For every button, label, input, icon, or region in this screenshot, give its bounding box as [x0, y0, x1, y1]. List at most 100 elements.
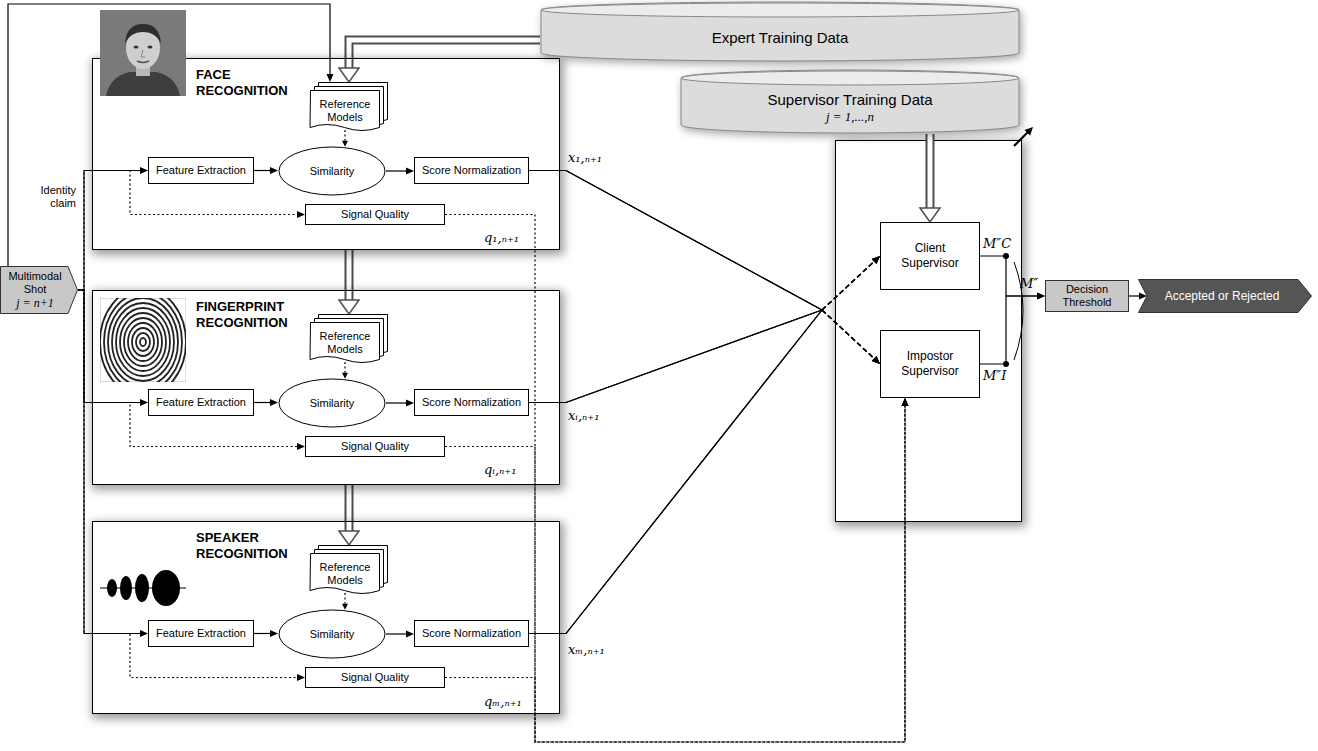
connector	[78, 167, 148, 290]
database-cylinder: Supervisor Training Dataj = 1,...,n	[680, 70, 1020, 134]
process-box: Feature Extraction	[148, 389, 254, 416]
arrow-head	[406, 631, 414, 638]
edge-label: Identity claim	[14, 184, 76, 210]
math-label: x₁,ₙ₊₁	[568, 150, 602, 166]
arrow-head	[872, 356, 880, 364]
node-label: Feature Extraction	[156, 627, 246, 640]
connector-line	[254, 402, 270, 403]
connector-line	[386, 170, 406, 171]
node-label: Feature Extraction	[156, 164, 246, 177]
connector	[529, 310, 880, 403]
math-label: xₘ,ₙ₊₁	[568, 642, 605, 658]
connector-line	[349, 40, 540, 68]
arrow-head	[342, 141, 348, 147]
node-label: Score Normalization	[422, 164, 521, 177]
speech-waveform	[100, 568, 186, 608]
node-label: Reference Models	[312, 330, 378, 356]
arrow-head	[339, 68, 359, 82]
node-label: Decision Threshold	[1050, 283, 1124, 309]
node-label: Score Normalization	[422, 627, 521, 640]
arrow-head	[342, 373, 348, 379]
math-label: M″I	[983, 368, 1006, 384]
connector	[342, 130, 348, 147]
connector	[529, 171, 880, 365]
quality-box: Signal Quality	[305, 667, 445, 688]
quality-box: Signal Quality	[305, 204, 445, 225]
connector	[529, 256, 880, 403]
process-box: Score Normalization	[414, 157, 529, 184]
math-label: qᵢ,ₙ₊₁	[484, 462, 516, 478]
reference-models: Reference Models	[310, 82, 388, 132]
math-label: q₁,ₙ₊₁	[484, 230, 519, 246]
similarity-ellipse: Similarity	[278, 609, 386, 659]
node-label: Multimodal Shot	[4, 270, 66, 296]
process-box: Feature Extraction	[148, 157, 254, 184]
connector	[78, 171, 305, 291]
connector-line	[8, 4, 330, 266]
node-label: Similarity	[310, 628, 355, 641]
math-label: M″C	[983, 236, 1011, 252]
connector-line	[345, 250, 354, 300]
connector	[920, 134, 940, 222]
supervisor-box: Impostor Supervisor	[880, 330, 980, 398]
cylinder-body	[541, 2, 1019, 61]
arrow-head	[920, 208, 940, 222]
connector-line	[822, 310, 874, 359]
arrow-head	[872, 256, 880, 264]
connector-line	[928, 134, 933, 208]
connector-line	[344, 130, 345, 141]
arrow-head	[406, 400, 414, 407]
module-title: SPEAKER RECOGNITION	[196, 530, 308, 562]
connector-line	[344, 593, 345, 604]
recognizer-box: SPEAKER RECOGNITIONReference ModelsFeatu…	[92, 521, 560, 714]
document-page	[310, 91, 380, 131]
reference-models: Reference Models	[310, 314, 388, 364]
connector	[386, 168, 414, 175]
connector	[254, 399, 278, 406]
node-label: Accepted or Rejected	[1165, 289, 1280, 304]
arrow-head	[297, 211, 305, 218]
arrow-head	[406, 168, 414, 175]
process-box: Score Normalization	[414, 620, 529, 647]
math-label: M″	[1020, 276, 1038, 292]
document-page	[310, 554, 380, 594]
connector-line	[980, 296, 1037, 364]
arrow-head	[872, 256, 880, 264]
connector-line	[445, 215, 905, 743]
arrow-head	[1037, 293, 1045, 300]
fingerprint-image	[100, 298, 186, 382]
arrow-head	[872, 356, 880, 364]
connector-line	[445, 406, 905, 742]
arrow-head	[270, 399, 278, 406]
node-label: Feature Extraction	[156, 396, 246, 409]
connector-line	[529, 171, 822, 311]
math-label: xᵢ,ₙ₊₁	[568, 408, 599, 424]
output-pentagon: Accepted or Rejected	[1138, 279, 1312, 313]
cylinder-top	[681, 71, 1019, 85]
connector	[339, 485, 359, 545]
connector-line	[78, 171, 297, 291]
connector	[529, 310, 880, 634]
connector-line	[822, 262, 874, 311]
connector	[529, 171, 880, 311]
connector-line	[344, 362, 345, 373]
connector-line	[822, 262, 874, 311]
node-label: Score Normalization	[422, 396, 521, 409]
connector-line	[1129, 295, 1139, 296]
quality-box: Signal Quality	[305, 436, 445, 457]
node-label: Similarity	[310, 165, 355, 178]
arrow-head	[872, 356, 880, 364]
arrow-head	[140, 167, 148, 174]
connector	[8, 4, 334, 266]
connector-line	[529, 310, 822, 403]
adapt-arrow-head	[1025, 127, 1034, 136]
face-photo	[100, 10, 186, 96]
arrow-head	[902, 398, 909, 406]
connector-line	[529, 171, 822, 311]
node-subtitle: j = 1,...,n	[826, 109, 874, 125]
connector	[529, 256, 880, 634]
math-label: qₘ,ₙ₊₁	[484, 694, 522, 710]
connector-line	[822, 262, 874, 311]
connector	[445, 398, 909, 742]
arrow-head	[902, 398, 909, 406]
